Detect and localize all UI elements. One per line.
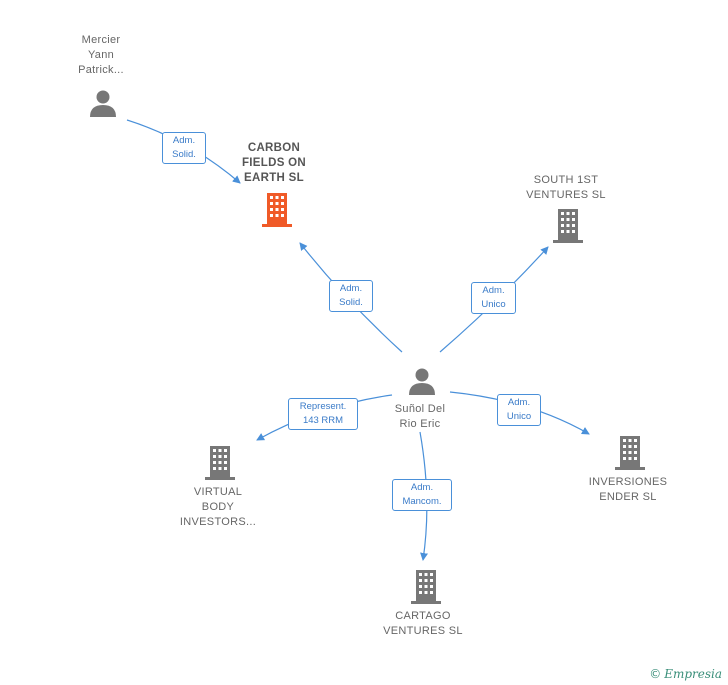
node-label-sunol[interactable]: Suñol Del Rio Eric [394,403,446,430]
brand-logo[interactable]: ©Empresia [649,667,722,681]
node-label-cartago[interactable]: CARTAGO VENTURES SL [383,610,463,637]
edge-label-sunol-carbon: Adm. Solid. [329,280,373,312]
building-icon[interactable] [614,436,646,470]
person-icon[interactable] [88,88,118,118]
node-label-carbon[interactable]: CARBON FIELDS ON EARTH SL [241,142,307,184]
edge-label-mercier-carbon: Adm. Solid. [162,132,206,164]
edge-label-sunol-virtual: Represent. 143 RRM [288,398,358,430]
person-icon[interactable] [407,366,437,396]
building-icon[interactable] [204,446,236,480]
brand-name: Empresia [664,667,722,681]
building-icon[interactable] [410,570,442,604]
copyright-symbol: © [649,667,662,681]
edge-label-sunol-inversiones: Adm. Unico [497,394,541,426]
edge-label-sunol-cartago: Adm. Mancom. [392,479,452,511]
node-label-virtual[interactable]: VIRTUAL BODY INVESTORS... [179,486,257,528]
edge-label-sunol-south: Adm. Unico [471,282,516,314]
node-label-inversiones[interactable]: INVERSIONES ENDER SL [588,476,668,503]
node-label-mercier[interactable]: Mercier Yann Patrick... [78,34,124,76]
building-icon[interactable] [261,193,293,227]
node-label-south[interactable]: SOUTH 1ST VENTURES SL [526,174,606,201]
building-icon[interactable] [552,209,584,243]
